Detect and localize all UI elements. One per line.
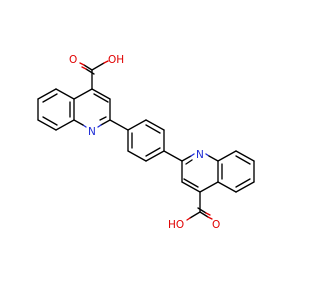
top-carboxyl-group	[79, 60, 109, 90]
chemical-structure-diagram: OH O N N O HO	[37, 54, 255, 231]
n-label-right: N	[196, 149, 204, 161]
bottom-carboxyl-group	[186, 191, 213, 221]
top-quinoline	[37, 88, 111, 131]
central-phenylene	[127, 119, 165, 162]
o-label-top: O	[69, 54, 77, 66]
ho-label-bottom: HO	[168, 219, 184, 231]
oh-label-top: OH	[108, 54, 124, 66]
n-label-left: N	[88, 126, 96, 138]
o-label-bottom: O	[212, 219, 220, 231]
bond-top-quinoline-phenyl	[109, 119, 129, 131]
structure-canvas: OH O N N O HO	[37, 54, 255, 231]
bond-phenyl-bottom-quinoline	[163, 150, 183, 162]
bottom-quinoline	[181, 150, 255, 193]
